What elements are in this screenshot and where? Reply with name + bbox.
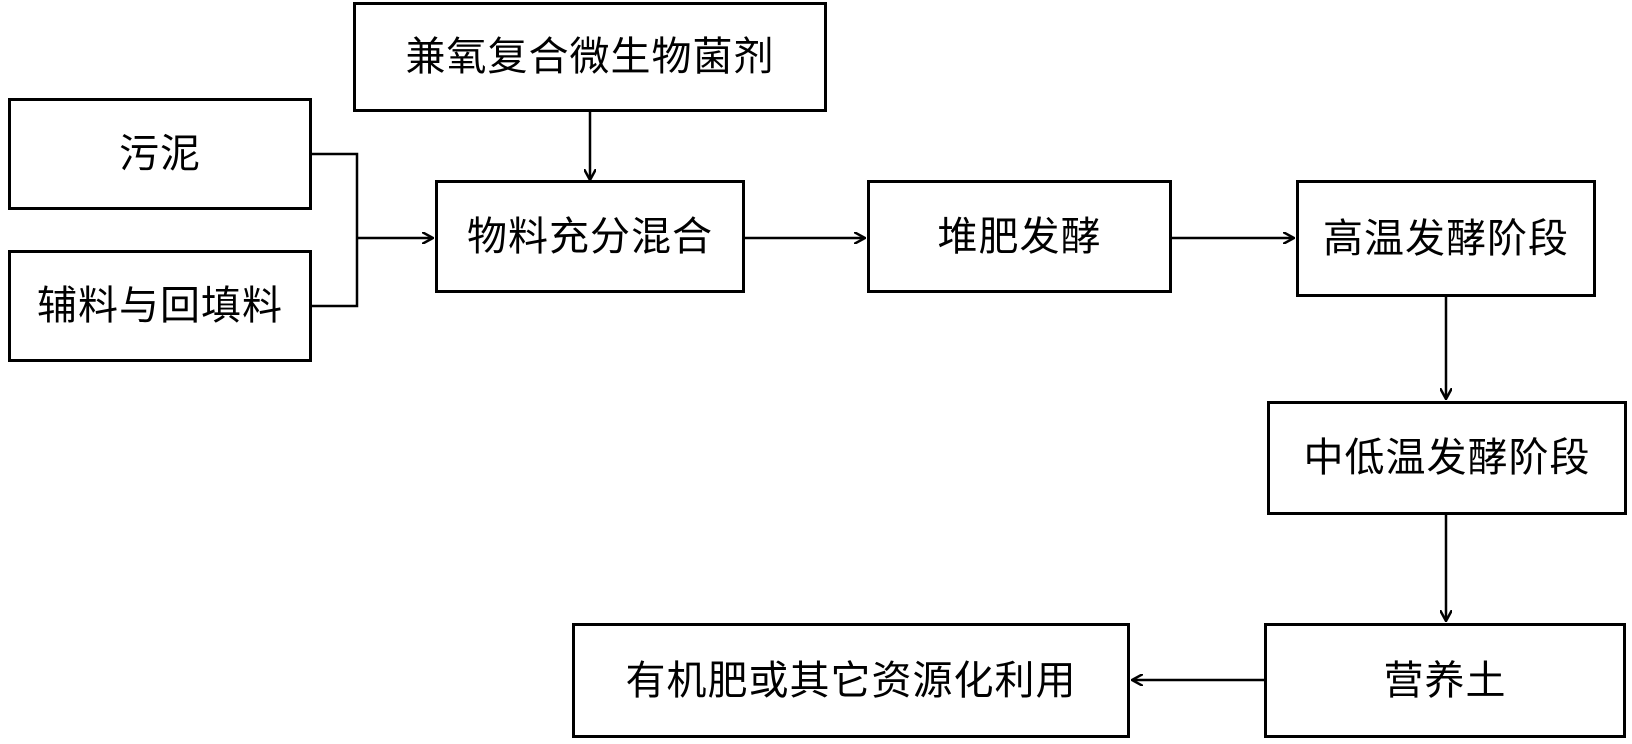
edge-auxiliary-to-mixing — [312, 238, 359, 308]
node-high-temp: 高温发酵阶段 — [1296, 180, 1596, 297]
node-utilization-label: 有机肥或其它资源化利用 — [625, 657, 1077, 704]
node-nutrient-soil-label: 营养土 — [1383, 657, 1507, 704]
node-sludge: 污泥 — [8, 98, 312, 210]
node-sludge-label: 污泥 — [119, 131, 201, 177]
node-mid-low-temp-label: 中低温发酵阶段 — [1303, 435, 1591, 481]
node-inoculant-label: 兼氧复合微生物菌剂 — [405, 34, 775, 80]
node-nutrient-soil: 营养土 — [1264, 623, 1626, 738]
node-utilization: 有机肥或其它资源化利用 — [572, 623, 1130, 738]
node-high-temp-label: 高温发酵阶段 — [1323, 215, 1569, 262]
node-mid-low-temp: 中低温发酵阶段 — [1267, 401, 1627, 515]
node-mixing-label: 物料充分混合 — [467, 213, 713, 260]
node-composting: 堆肥发酵 — [867, 180, 1172, 293]
node-composting-label: 堆肥发酵 — [937, 213, 1102, 260]
edge-sludge-to-mixing — [312, 152, 359, 238]
node-mixing: 物料充分混合 — [435, 180, 745, 293]
node-inoculant: 兼氧复合微生物菌剂 — [353, 2, 827, 112]
node-auxiliary: 辅料与回填料 — [8, 250, 312, 362]
node-auxiliary-label: 辅料与回填料 — [37, 283, 283, 329]
